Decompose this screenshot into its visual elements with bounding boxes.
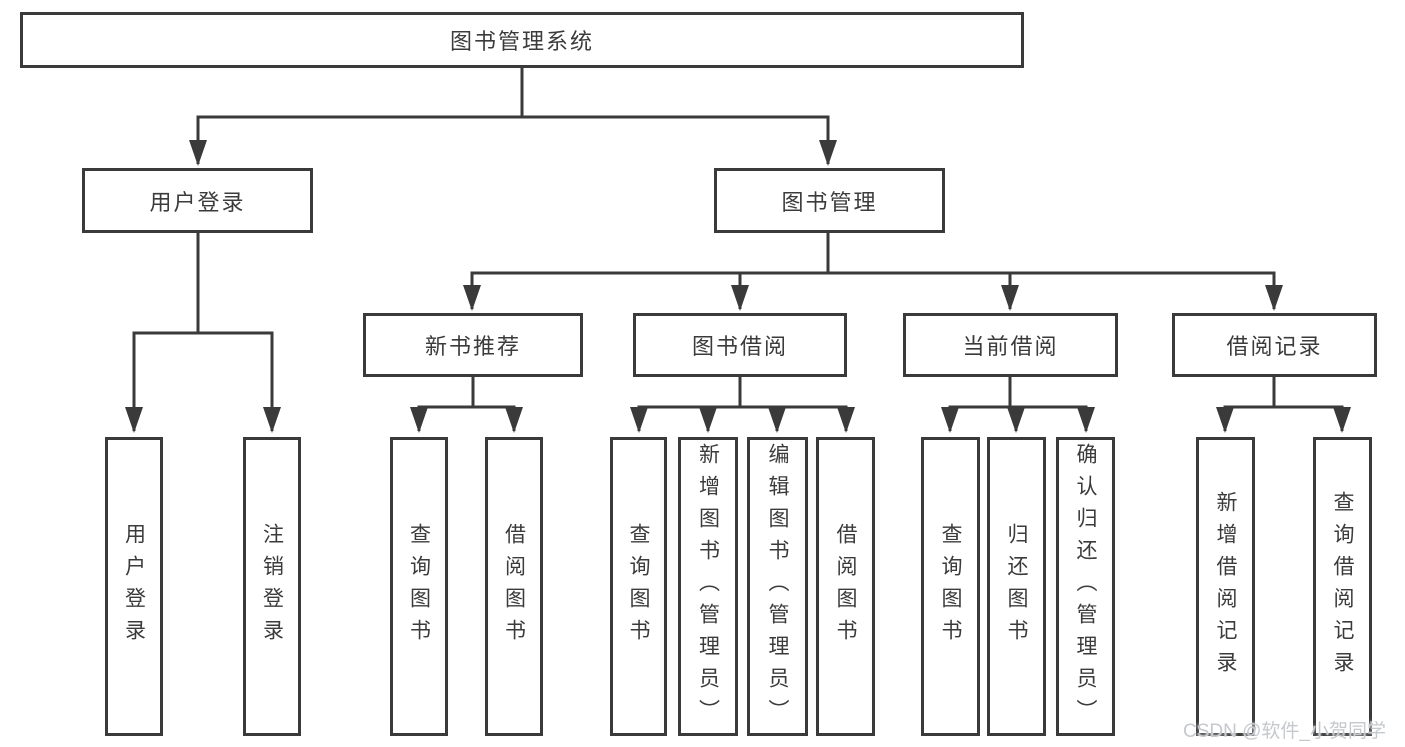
leaf-borrow-books-recommend: 借阅图书 — [485, 437, 543, 736]
node-label: 用户登录 — [122, 522, 146, 651]
node-label: 查询借阅记录 — [1331, 490, 1354, 683]
node-book-management: 图书管理 — [714, 168, 945, 233]
node-label: 查询图书 — [627, 522, 650, 651]
leaf-user-login: 用户登录 — [105, 437, 163, 736]
leaf-add-books-admin: 新增图书（管理员） — [678, 437, 738, 736]
leaf-query-borrow-record: 查询借阅记录 — [1313, 437, 1372, 736]
leaf-query-books-recommend: 查询图书 — [390, 437, 448, 736]
node-label: 归还图书 — [1005, 522, 1028, 651]
node-current-borrowing: 当前借阅 — [903, 313, 1118, 377]
node-borrowing-records: 借阅记录 — [1172, 313, 1377, 377]
node-label: 图书借阅 — [691, 334, 788, 359]
node-label: 用户登录 — [149, 189, 246, 215]
node-label: 图书管理 — [781, 189, 878, 215]
leaf-add-borrow-record: 新增借阅记录 — [1196, 437, 1255, 736]
leaf-return-books: 归还图书 — [987, 437, 1046, 736]
node-label: 当前借阅 — [962, 334, 1059, 359]
leaf-borrow-books-borrowing: 借阅图书 — [816, 437, 875, 736]
node-label: 查询图书 — [939, 522, 962, 651]
node-label: 查询图书 — [407, 522, 431, 651]
node-label: 借阅图书 — [834, 522, 857, 651]
node-label: 借阅图书 — [502, 522, 526, 651]
csdn-watermark: CSDN @软件_小贺同学 — [1183, 721, 1386, 742]
leaf-logout: 注销登录 — [243, 437, 301, 736]
node-label: 新增借阅记录 — [1214, 490, 1237, 683]
node-label: 注销登录 — [260, 522, 284, 651]
node-label: 借阅记录 — [1226, 334, 1323, 359]
node-label: 编辑图书（管理员） — [766, 442, 789, 731]
leaf-query-books-current: 查询图书 — [921, 437, 980, 736]
node-new-book-recommendation: 新书推荐 — [363, 313, 583, 377]
leaf-edit-books-admin: 编辑图书（管理员） — [747, 437, 808, 736]
node-label: 图书管理系统 — [449, 29, 594, 54]
node-library-system: 图书管理系统 — [20, 12, 1024, 68]
leaf-confirm-return-admin: 确认归还（管理员） — [1056, 437, 1115, 736]
node-label: 新增图书（管理员） — [696, 442, 720, 731]
node-user-login: 用户登录 — [82, 168, 313, 233]
leaf-query-books-borrowing: 查询图书 — [610, 437, 667, 736]
node-book-borrowing: 图书借阅 — [633, 313, 847, 377]
node-label: 新书推荐 — [424, 334, 521, 359]
node-label: 确认归还（管理员） — [1074, 442, 1097, 731]
